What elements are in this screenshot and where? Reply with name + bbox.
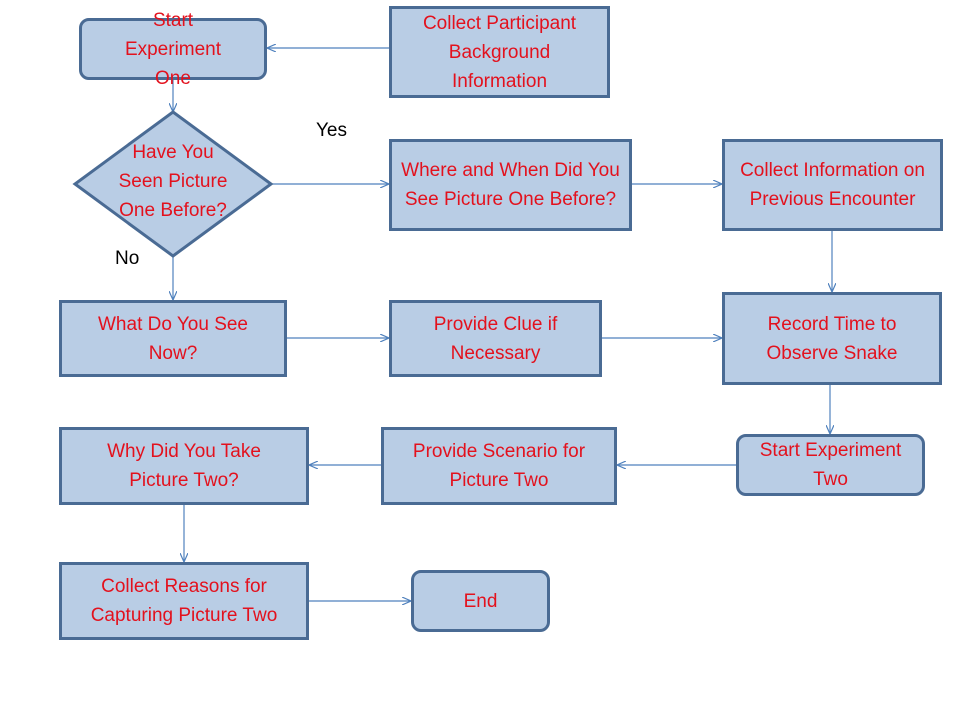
collect-background-node: Collect Participant Background Informati… — [389, 6, 610, 98]
yes-edge-label: Yes — [316, 120, 347, 141]
provide-scenario-node: Provide Scenario for Picture Two — [381, 427, 617, 505]
where-when-label: Where and When Did You See Picture One B… — [401, 160, 620, 210]
no-edge-label: No — [115, 248, 140, 269]
collect-previous-label: Collect Information on Previous Encounte… — [740, 160, 925, 210]
collect-background-label: Collect Participant Background Informati… — [422, 12, 577, 92]
end-node: End — [411, 570, 550, 632]
record-time-label: Record Time to Observe Snake — [766, 313, 898, 364]
record-time-node: Record Time to Observe Snake — [722, 292, 942, 385]
what-do-you-see-node: What Do You See Now? — [59, 300, 287, 377]
provide-clue-label: Provide Clue if Necessary — [433, 313, 558, 364]
why-picture-two-label: Why Did You Take Picture Two? — [107, 441, 261, 491]
provide-scenario-label: Provide Scenario for Picture Two — [412, 441, 586, 491]
collect-reasons-label: Collect Reasons for Capturing Picture Tw… — [90, 576, 278, 626]
where-when-node: Where and When Did You See Picture One B… — [389, 139, 632, 231]
end-label: End — [463, 590, 498, 612]
decision-diamond — [72, 110, 274, 258]
provide-clue-node: Provide Clue if Necessary — [389, 300, 602, 377]
start-experiment-one-label: Start Experiment One — [124, 9, 222, 89]
why-picture-two-node: Why Did You Take Picture Two? — [59, 427, 309, 505]
what-do-you-see-label: What Do You See Now? — [98, 313, 248, 364]
decision-label: Have You Seen Picture One Before? — [118, 141, 228, 221]
connectors — [173, 48, 832, 601]
collect-reasons-node: Collect Reasons for Capturing Picture Tw… — [59, 562, 309, 640]
collect-previous-node: Collect Information on Previous Encounte… — [722, 139, 943, 231]
start-experiment-two-label: Start Experiment Two — [759, 440, 902, 490]
start-experiment-two-node: Start Experiment Two — [736, 434, 925, 496]
decision-label-box: Have You Seen Picture One Before? — [108, 136, 238, 226]
start-experiment-one-node: Start Experiment One — [79, 10, 267, 89]
